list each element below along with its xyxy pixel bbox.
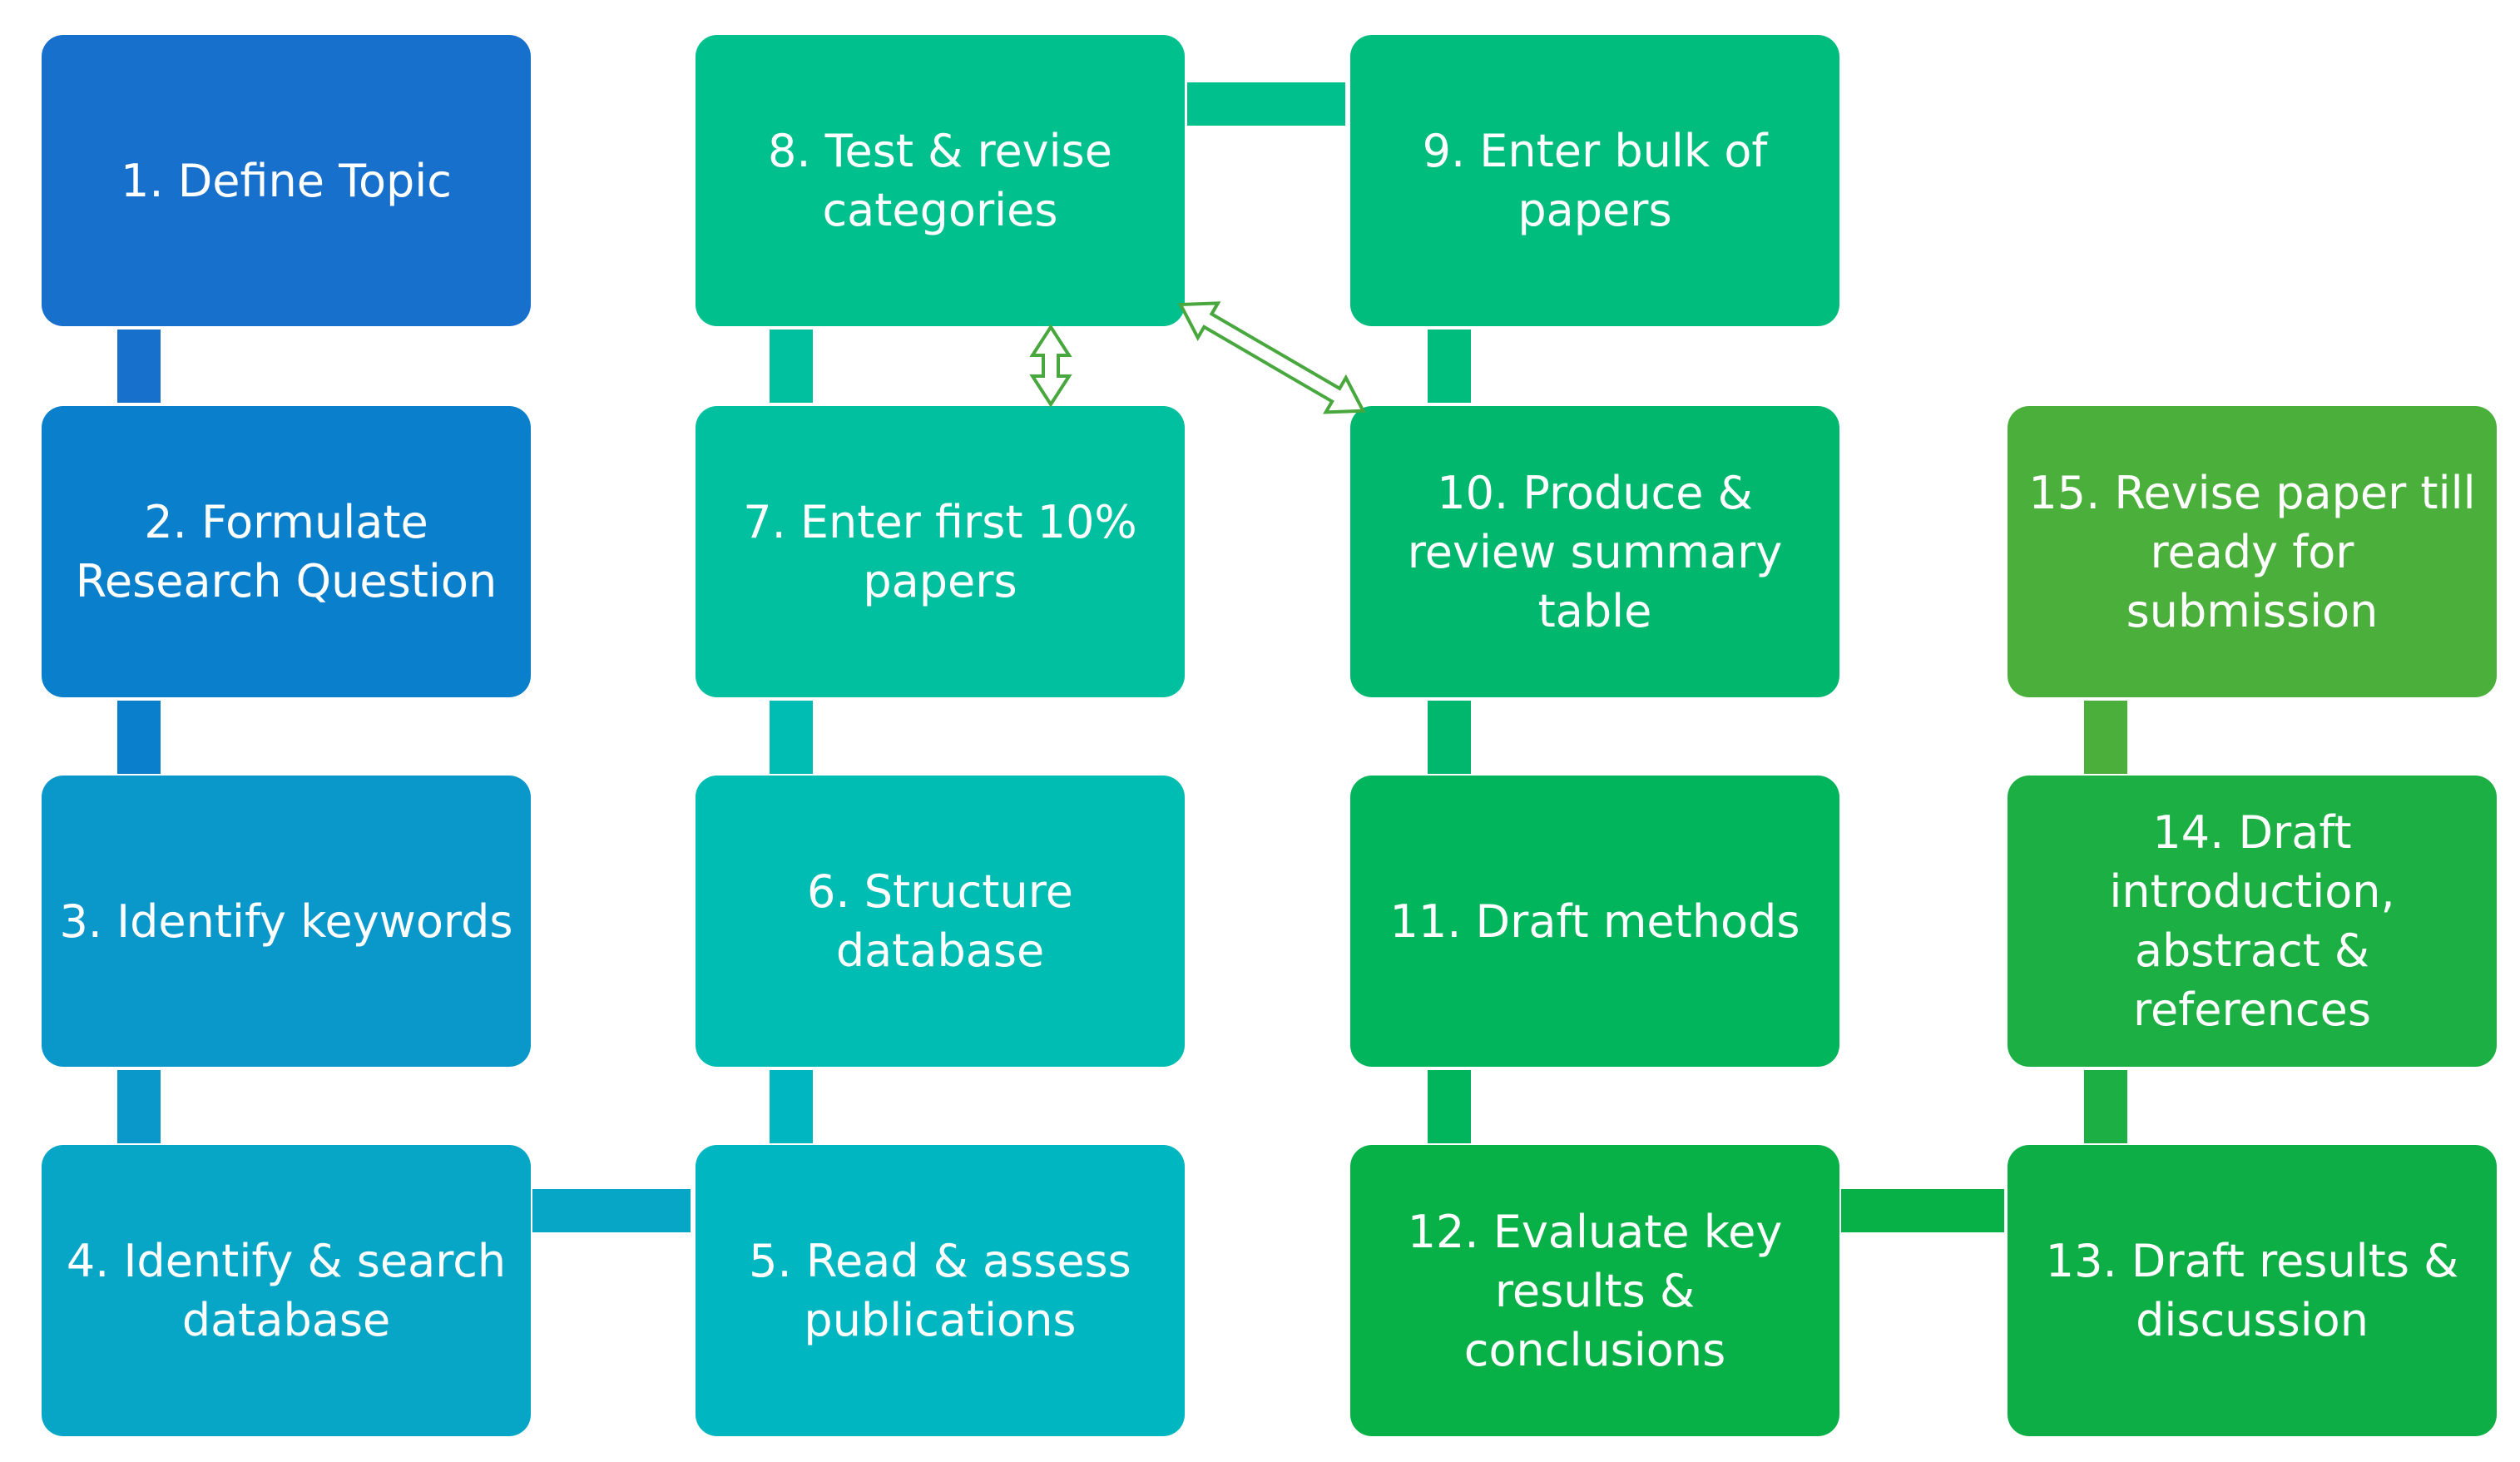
step-1-define-topic: 1. Define Topic bbox=[42, 35, 531, 326]
step-label: 15. Revise paper till ready for submissi… bbox=[2028, 466, 2476, 637]
step-5-read-assess-publications: 5. Read & assess publications bbox=[696, 1145, 1185, 1436]
connector-4-5 bbox=[532, 1189, 691, 1232]
step-label: 10. Produce & review summary table bbox=[1407, 466, 1783, 637]
step-10-produce-review-summary-table: 10. Produce & review summary table bbox=[1350, 406, 1839, 697]
step-7-enter-first-papers: 7. Enter first 10% papers bbox=[696, 406, 1185, 697]
step-label: 6. Structure database bbox=[807, 865, 1073, 977]
connector-2-3 bbox=[117, 701, 161, 774]
step-label: 2. Formulate Research Question bbox=[75, 496, 498, 607]
step-label: 8. Test & revise categories bbox=[767, 125, 1113, 236]
connector-9-10 bbox=[1428, 330, 1471, 403]
connector-6-7 bbox=[770, 701, 813, 774]
step-11-draft-methods: 11. Draft methods bbox=[1350, 776, 1839, 1067]
step-label: 7. Enter first 10% papers bbox=[743, 496, 1137, 607]
step-13-draft-results-discussion: 13. Draft results & discussion bbox=[2008, 1145, 2497, 1436]
step-12-evaluate-key-results: 12. Evaluate key results & conclusions bbox=[1350, 1145, 1839, 1436]
step-label: 14. Draft introduction, abstract & refer… bbox=[2109, 806, 2395, 1036]
step-15-revise-paper: 15. Revise paper till ready for submissi… bbox=[2008, 406, 2497, 697]
connector-13-14 bbox=[2084, 1070, 2127, 1143]
step-4-identify-search-database: 4. Identify & search database bbox=[42, 1145, 531, 1436]
step-8-test-revise-categories: 8. Test & revise categories bbox=[696, 35, 1185, 326]
connector-7-8 bbox=[770, 330, 813, 403]
step-14-draft-introduction: 14. Draft introduction, abstract & refer… bbox=[2008, 776, 2497, 1067]
step-label: 1. Define Topic bbox=[121, 154, 452, 207]
step-3-identify-keywords: 3. Identify keywords bbox=[42, 776, 531, 1067]
connector-1-2 bbox=[117, 330, 161, 403]
connector-11-12 bbox=[1428, 1070, 1471, 1143]
step-label: 13. Draft results & discussion bbox=[2045, 1235, 2459, 1346]
connector-10-11 bbox=[1428, 701, 1471, 774]
step-label: 4. Identify & search database bbox=[66, 1235, 507, 1346]
connector-12-13 bbox=[1841, 1189, 2004, 1232]
double-arrow-8-10-icon bbox=[1177, 301, 1366, 414]
connector-5-6 bbox=[770, 1070, 813, 1143]
double-arrow-7-8-icon bbox=[1029, 324, 1072, 408]
connector-8-9 bbox=[1187, 82, 1345, 126]
step-2-formulate-research-question: 2. Formulate Research Question bbox=[42, 406, 531, 697]
step-label: 9. Enter bulk of papers bbox=[1422, 125, 1768, 236]
step-label: 11. Draft methods bbox=[1389, 895, 1800, 948]
step-label: 5. Read & assess publications bbox=[749, 1235, 1131, 1346]
connector-3-4 bbox=[117, 1070, 161, 1143]
step-label: 3. Identify keywords bbox=[59, 895, 513, 948]
step-label: 12. Evaluate key results & conclusions bbox=[1407, 1205, 1783, 1376]
connector-14-15 bbox=[2084, 701, 2127, 774]
step-9-enter-bulk-of-papers: 9. Enter bulk of papers bbox=[1350, 35, 1839, 326]
step-6-structure-database: 6. Structure database bbox=[696, 776, 1185, 1067]
